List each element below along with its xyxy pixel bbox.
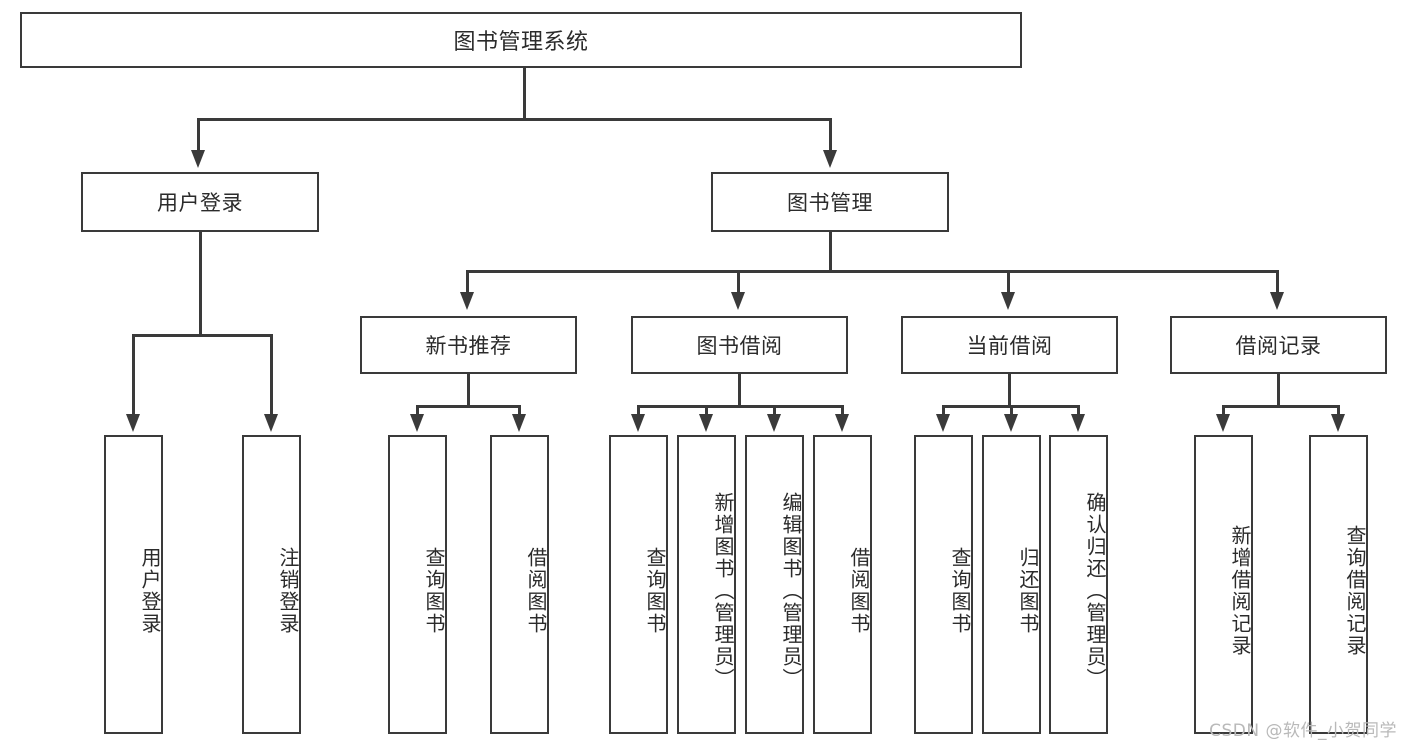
arrowhead-leaf-add-book	[699, 414, 713, 432]
leaf-confirm-return-label: 确认归还（管理员）	[1083, 491, 1107, 690]
leaf-user-login-label: 用户登录	[138, 546, 162, 635]
leaf-query-book-2-label: 查询图书	[643, 546, 667, 635]
leaf-borrow-book-1[interactable]: 借阅图书	[490, 435, 549, 734]
leaf-query-record[interactable]: 查询借阅记录	[1309, 435, 1368, 734]
edge-new-book-recommend-bar	[416, 405, 520, 408]
leaf-query-book-3[interactable]: 查询图书	[914, 435, 973, 734]
leaf-logout[interactable]: 注销登录	[242, 435, 301, 734]
arrowhead-book-borrow	[731, 292, 745, 310]
edge-book-borrow-stem	[738, 374, 741, 407]
leaf-user-login[interactable]: 用户登录	[104, 435, 163, 734]
edge-user-login-to-leaf-1	[132, 334, 135, 418]
leaf-return-book[interactable]: 归还图书	[982, 435, 1041, 734]
arrowhead-leaf-borrow-book-2	[835, 414, 849, 432]
edge-cb-to-leaf-3	[1077, 405, 1080, 417]
edge-user-login-to-leaf-2	[270, 334, 273, 418]
leaf-edit-book[interactable]: 编辑图书（管理员）	[745, 435, 804, 734]
arrowhead-new-book-recommend	[460, 292, 474, 310]
edge-bb-to-leaf-4	[841, 405, 844, 417]
edge-borrow-record-stem	[1277, 374, 1280, 407]
edge-bb-to-leaf-2	[705, 405, 708, 417]
node-user-login[interactable]: 用户登录	[81, 172, 319, 232]
edge-cb-to-leaf-2	[1010, 405, 1013, 417]
edge-bb-to-leaf-3	[773, 405, 776, 417]
arrowhead-leaf-query-book-1	[410, 414, 424, 432]
edge-new-book-recommend-stem	[467, 374, 470, 407]
arrowhead-leaf-user-login	[126, 414, 140, 432]
edge-user-login-bar	[132, 334, 270, 337]
node-book-manage-label: 图书管理	[787, 191, 873, 215]
leaf-logout-label: 注销登录	[276, 546, 300, 635]
leaf-query-record-label: 查询借阅记录	[1343, 524, 1367, 657]
node-root-label: 图书管理系统	[453, 30, 589, 55]
leaf-return-book-label: 归还图书	[1016, 546, 1040, 635]
node-new-book-recommend-label: 新书推荐	[425, 334, 512, 358]
edge-book-manage-stem	[829, 232, 832, 272]
node-current-borrow-label: 当前借阅	[966, 334, 1053, 358]
arrowhead-leaf-return-book	[1004, 414, 1018, 432]
leaf-add-record[interactable]: 新增借阅记录	[1194, 435, 1253, 734]
arrowhead-current-borrow	[1001, 292, 1015, 310]
leaf-query-book-2[interactable]: 查询图书	[609, 435, 668, 734]
arrowhead-borrow-record	[1270, 292, 1284, 310]
leaf-borrow-book-1-label: 借阅图书	[524, 546, 548, 635]
arrowhead-user-login	[191, 150, 205, 168]
node-borrow-record-label: 借阅记录	[1235, 334, 1322, 358]
edge-nbr-to-leaf-1	[416, 405, 419, 417]
edge-borrow-record-bar	[1222, 405, 1339, 408]
edge-user-login-stem	[199, 232, 202, 336]
edge-book-borrow-bar	[637, 405, 843, 408]
edge-root-stem	[523, 68, 526, 120]
edge-book-manage-to-l3-3	[1007, 270, 1010, 296]
edge-root-bar	[197, 118, 832, 121]
arrowhead-book-manage	[823, 150, 837, 168]
leaf-add-book[interactable]: 新增图书（管理员）	[677, 435, 736, 734]
edge-cb-to-leaf-1	[942, 405, 945, 417]
node-book-manage[interactable]: 图书管理	[711, 172, 949, 232]
leaf-query-book-3-label: 查询图书	[948, 546, 972, 635]
arrowhead-leaf-query-record	[1331, 414, 1345, 432]
edge-bb-to-leaf-1	[637, 405, 640, 417]
leaf-query-book-1[interactable]: 查询图书	[388, 435, 447, 734]
edge-nbr-to-leaf-2	[518, 405, 521, 417]
edge-book-manage-to-l3-4	[1276, 270, 1279, 296]
node-user-login-label: 用户登录	[157, 191, 243, 215]
arrowhead-leaf-borrow-book-1	[512, 414, 526, 432]
edge-current-borrow-stem	[1008, 374, 1011, 407]
edge-book-manage-to-l3-1	[466, 270, 469, 296]
arrowhead-leaf-confirm-return	[1071, 414, 1085, 432]
arrowhead-leaf-query-book-2	[631, 414, 645, 432]
arrowhead-leaf-edit-book	[767, 414, 781, 432]
leaf-borrow-book-2[interactable]: 借阅图书	[813, 435, 872, 734]
arrowhead-leaf-query-book-3	[936, 414, 950, 432]
node-root[interactable]: 图书管理系统	[20, 12, 1022, 68]
edge-root-to-user-login	[197, 118, 200, 154]
node-current-borrow[interactable]: 当前借阅	[901, 316, 1118, 374]
leaf-add-record-label: 新增借阅记录	[1228, 524, 1252, 657]
node-book-borrow[interactable]: 图书借阅	[631, 316, 848, 374]
leaf-confirm-return[interactable]: 确认归还（管理员）	[1049, 435, 1108, 734]
edge-br-to-leaf-2	[1337, 405, 1340, 417]
leaf-query-book-1-label: 查询图书	[422, 546, 446, 635]
edge-book-manage-to-l3-2	[737, 270, 740, 296]
edge-book-manage-bar	[466, 270, 1278, 273]
arrowhead-leaf-add-record	[1216, 414, 1230, 432]
leaf-edit-book-label: 编辑图书（管理员）	[779, 491, 803, 690]
node-borrow-record[interactable]: 借阅记录	[1170, 316, 1387, 374]
leaf-add-book-label: 新增图书（管理员）	[711, 491, 735, 690]
arrowhead-leaf-logout	[264, 414, 278, 432]
leaf-borrow-book-2-label: 借阅图书	[847, 546, 871, 635]
node-book-borrow-label: 图书借阅	[696, 334, 783, 358]
edge-br-to-leaf-1	[1222, 405, 1225, 417]
edge-root-to-book-manage	[829, 118, 832, 154]
node-new-book-recommend[interactable]: 新书推荐	[360, 316, 577, 374]
